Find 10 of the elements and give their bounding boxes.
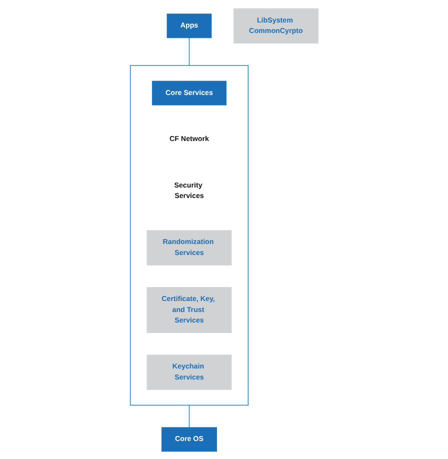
node-box [146, 286, 232, 332]
node-box [166, 13, 212, 38]
node-box [152, 80, 226, 105]
node-box [233, 8, 318, 43]
node-box [146, 354, 232, 390]
node-box [161, 426, 217, 452]
connector [188, 37, 190, 66]
node-box [146, 230, 232, 265]
cluster [130, 64, 248, 406]
connector [188, 404, 190, 428]
